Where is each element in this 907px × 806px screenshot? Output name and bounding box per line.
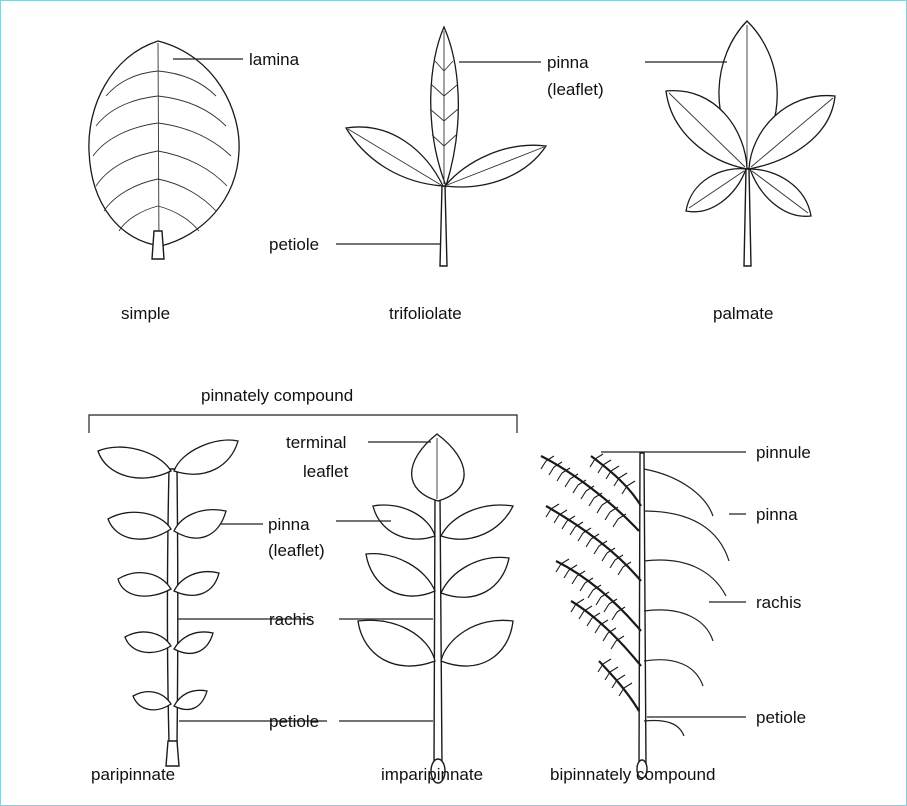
imparipinnate-terminal-leaflet — [412, 434, 465, 501]
label-lamina: lamina — [249, 50, 300, 69]
caption-bipinnately-compound: bipinnately compound — [550, 765, 715, 784]
label-terminal-leaflet: leaflet — [303, 462, 349, 481]
palmate-leaf-drawing — [666, 21, 835, 266]
label-petiole-right: petiole — [756, 708, 806, 727]
paripinnate-pair-2 — [108, 510, 226, 539]
label-pinnule: pinnule — [756, 443, 811, 462]
trifoliolate-leaf-drawing — [346, 27, 546, 266]
bipinnate-leaf-drawing — [541, 453, 729, 778]
trifoliolate-petiole — [440, 186, 447, 266]
caption-paripinnate: paripinnate — [91, 765, 175, 784]
paripinnate-pair-1 — [98, 440, 238, 478]
caption-trifoliolate: trifoliolate — [389, 304, 462, 323]
caption-palmate: palmate — [713, 304, 773, 323]
label-pinna-top: pinna — [547, 53, 589, 72]
trifoliolate-center-leaflet — [431, 27, 459, 186]
label-pinna-right: pinna — [756, 505, 798, 524]
label-petiole-top: petiole — [269, 235, 319, 254]
paripinnate-leaf-drawing — [98, 440, 238, 766]
label-terminal: terminal — [286, 433, 346, 452]
simple-leaf-drawing — [89, 41, 239, 259]
label-leaflet-mid: (leaflet) — [268, 541, 325, 560]
label-pinna-mid: pinna — [268, 515, 310, 534]
label-rachis-right: rachis — [756, 593, 801, 612]
bipinnate-pinnae — [541, 454, 641, 711]
caption-simple: simple — [121, 304, 170, 323]
palmate-petiole — [744, 169, 751, 266]
simple-leaf-petiole — [152, 231, 164, 259]
label-leaflet-top: (leaflet) — [547, 80, 604, 99]
caption-pinnately-compound: pinnately compound — [201, 386, 353, 405]
bipinnate-rachis — [639, 453, 646, 766]
pinnately-compound-bracket — [89, 415, 517, 433]
label-petiole-mid: petiole — [269, 712, 319, 731]
label-rachis-mid: rachis — [269, 610, 314, 629]
caption-imparipinnate: imparipinnate — [381, 765, 483, 784]
imparipinnate-leaf-drawing — [358, 434, 513, 783]
imparipinnate-pair-1 — [373, 505, 513, 539]
